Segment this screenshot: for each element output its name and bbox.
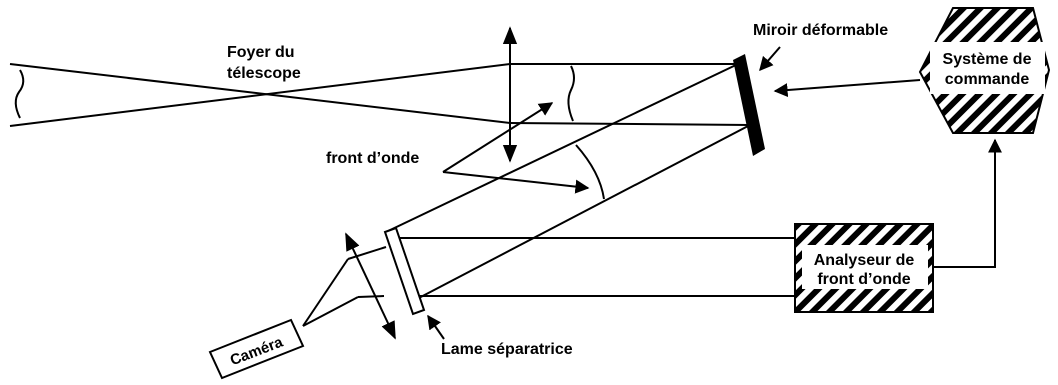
- telescope-focus-label-line2: télescope: [227, 65, 301, 82]
- mirror-label-pointer: [759, 46, 781, 72]
- wavefront-analyzer-label-bg: [802, 245, 928, 289]
- control-system-label-bg: [930, 42, 1045, 94]
- camera-icon: [208, 318, 305, 380]
- camera-lens-icon: [345, 232, 396, 340]
- control-system-label-line2: commande: [945, 71, 1030, 88]
- beam-splitter-label: Lame séparatrice: [441, 341, 573, 358]
- beam-to-camera-lower: [302, 296, 359, 327]
- beam-to-camera-upper: [302, 258, 349, 327]
- wavefront-label: front d’onde: [326, 150, 419, 167]
- wavefront-pointer-upper: [442, 102, 554, 173]
- wavefront-analyzer-label-line1: Analyseur de: [814, 252, 915, 269]
- control-system-label-line1: Système de: [943, 51, 1032, 68]
- beam-reflected-upper: [385, 63, 739, 233]
- beam-splitter-plate: [383, 226, 426, 316]
- beam-ray-upper-cross: [9, 63, 511, 124]
- wavefront-analyzer-label-line2: front d’onde: [817, 271, 910, 288]
- beam-lens-lower: [357, 295, 385, 298]
- wavefront-curve-reflected: [575, 144, 605, 200]
- wavefront-pointer-lower: [442, 171, 590, 194]
- telescope-focus-label-line1: Foyer du: [227, 44, 295, 61]
- deformable-mirror-icon: [733, 54, 765, 156]
- splitter-label-pointer: [427, 314, 445, 340]
- deformable-mirror-label: Miroir déformable: [753, 22, 888, 39]
- analyzer-to-control-arrow: [933, 138, 1002, 268]
- wavefront-curve-focus: [14, 69, 25, 119]
- control-to-mirror-arrow: [773, 79, 921, 98]
- wavefront-curve-collimated: [567, 65, 575, 122]
- beam-ray-lower-cross: [9, 63, 511, 127]
- beam-bottom-to-mirror: [509, 122, 751, 126]
- beam-reflected-lower: [414, 124, 751, 301]
